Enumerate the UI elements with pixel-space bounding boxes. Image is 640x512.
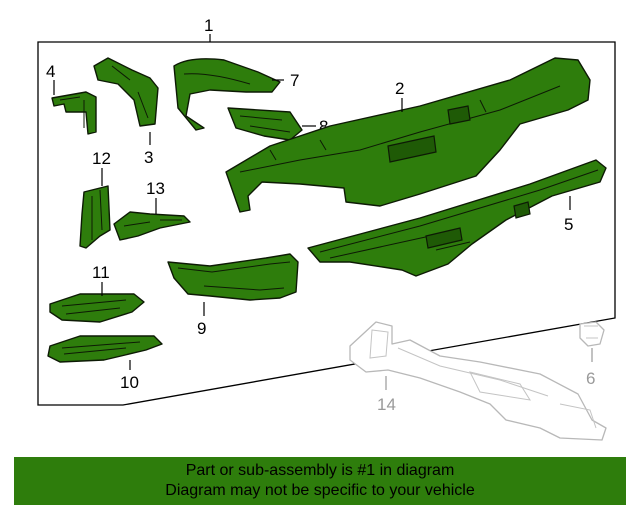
callout-8: 8	[319, 117, 328, 136]
callout-14: 14	[377, 395, 396, 414]
part-6-clip[interactable]	[579, 321, 605, 347]
callout-2: 2	[395, 79, 404, 98]
callout-7: 7	[290, 71, 299, 90]
callout-6: 6	[586, 369, 595, 388]
callout-11: 11	[92, 263, 110, 282]
callout-13: 13	[146, 179, 165, 198]
notice-line-1: Part or sub-assembly is #1 in diagram	[185, 462, 455, 479]
part-11-pad[interactable]	[49, 293, 145, 323]
notice-banner: Part or sub-assembly is #1 in diagram Di…	[14, 457, 626, 505]
callout-1: 1	[204, 16, 213, 35]
part-12-mount[interactable]	[79, 185, 111, 249]
callout-12: 12	[92, 149, 111, 168]
part-9-end-cap[interactable]	[167, 253, 299, 301]
part-14-reinforcement[interactable]	[349, 321, 607, 441]
part-8-bracket[interactable]	[227, 107, 303, 141]
parts-diagram: 1 4 3 7 8 2 12	[37, 16, 616, 441]
callout-4: 4	[46, 62, 55, 81]
callout-5: 5	[564, 215, 573, 234]
part-4-bracket[interactable]	[51, 91, 97, 135]
callout-9: 9	[197, 319, 206, 338]
part-2-bumper-face[interactable]	[225, 57, 591, 213]
part-7-extension[interactable]	[173, 58, 281, 131]
part-3-brace[interactable]	[93, 57, 159, 127]
part-13-bracket[interactable]	[113, 211, 191, 241]
part-5-step-pad[interactable]	[307, 159, 607, 277]
part-10-step-plate[interactable]	[47, 335, 163, 363]
callout-3: 3	[144, 148, 153, 167]
notice-line-2: Diagram may not be specific to your vehi…	[165, 482, 475, 499]
callout-10: 10	[120, 373, 139, 392]
